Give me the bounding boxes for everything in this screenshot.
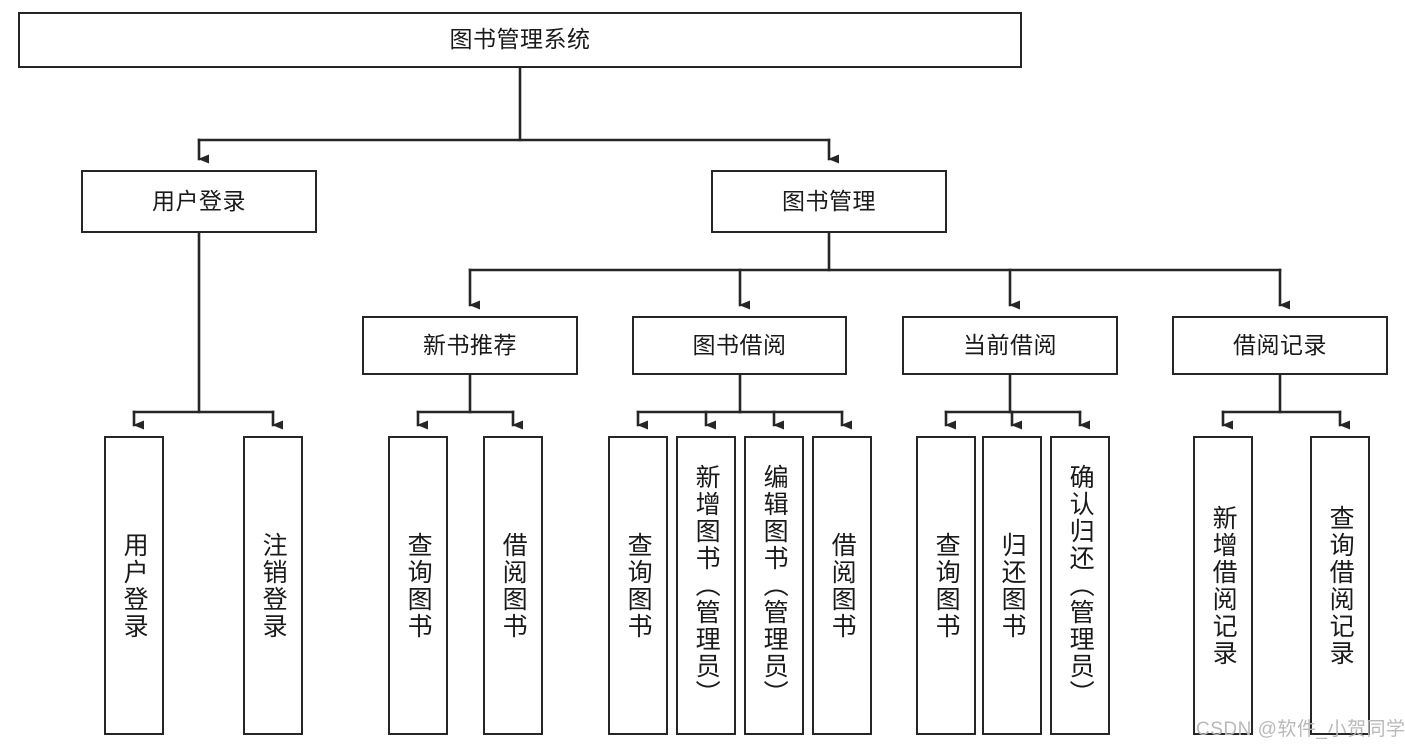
node-book-manage[interactable]: 图书管理 — [711, 170, 947, 233]
leaf-return-book-label: 归还图书 — [998, 531, 1027, 640]
leaf-query-borrow-record[interactable]: 查询借阅记录 — [1310, 436, 1370, 735]
node-book-borrow[interactable]: 图书借阅 — [632, 316, 847, 375]
watermark-text: CSDN @软件_小贺同学 — [1196, 719, 1405, 740]
leaf-query-book-current[interactable]: 查询图书 — [916, 436, 976, 735]
leaf-borrow-book-recommend-label: 借阅图书 — [499, 531, 528, 640]
leaf-add-borrow-record-label: 新增借阅记录 — [1209, 504, 1238, 667]
node-root[interactable]: 图书管理系统 — [18, 12, 1022, 68]
leaf-logout[interactable]: 注销登录 — [243, 436, 303, 735]
leaf-add-book-admin-label: 新增图书（管理员） — [692, 464, 721, 707]
node-borrow-record-label: 借阅记录 — [1233, 331, 1327, 358]
leaf-query-book-borrow[interactable]: 查询图书 — [608, 436, 668, 735]
node-book-manage-label: 图书管理 — [782, 187, 876, 214]
leaf-borrow-book-label: 借阅图书 — [828, 531, 857, 640]
leaf-confirm-return-admin[interactable]: 确认归还（管理员） — [1050, 436, 1110, 735]
node-root-label: 图书管理系统 — [449, 26, 591, 53]
node-borrow-record[interactable]: 借阅记录 — [1172, 316, 1388, 375]
node-user-login[interactable]: 用户登录 — [81, 170, 317, 233]
leaf-query-book-recommend[interactable]: 查询图书 — [388, 436, 448, 735]
node-new-book-recommend[interactable]: 新书推荐 — [362, 316, 578, 375]
leaf-user-login[interactable]: 用户登录 — [104, 436, 164, 735]
leaf-borrow-book[interactable]: 借阅图书 — [812, 436, 872, 735]
node-book-borrow-label: 图书借阅 — [692, 331, 787, 358]
leaf-edit-book-admin-label: 编辑图书（管理员） — [760, 464, 789, 707]
leaf-add-borrow-record[interactable]: 新增借阅记录 — [1193, 436, 1253, 735]
leaf-confirm-return-admin-label: 确认归还（管理员） — [1066, 464, 1095, 707]
leaf-user-login-label: 用户登录 — [120, 531, 149, 640]
node-current-borrow-label: 当前借阅 — [963, 331, 1057, 358]
leaf-edit-book-admin[interactable]: 编辑图书（管理员） — [744, 436, 804, 735]
leaf-add-book-admin[interactable]: 新增图书（管理员） — [676, 436, 736, 735]
leaf-query-borrow-record-label: 查询借阅记录 — [1326, 504, 1355, 667]
node-new-book-recommend-label: 新书推荐 — [423, 331, 517, 358]
leaf-return-book[interactable]: 归还图书 — [982, 436, 1042, 735]
node-current-borrow[interactable]: 当前借阅 — [902, 316, 1118, 375]
leaf-query-book-borrow-label: 查询图书 — [624, 531, 653, 640]
leaf-query-book-recommend-label: 查询图书 — [404, 531, 433, 640]
node-user-login-label: 用户登录 — [152, 187, 246, 214]
leaf-query-book-current-label: 查询图书 — [932, 531, 961, 640]
leaf-logout-label: 注销登录 — [259, 531, 288, 640]
leaf-borrow-book-recommend[interactable]: 借阅图书 — [483, 436, 543, 735]
